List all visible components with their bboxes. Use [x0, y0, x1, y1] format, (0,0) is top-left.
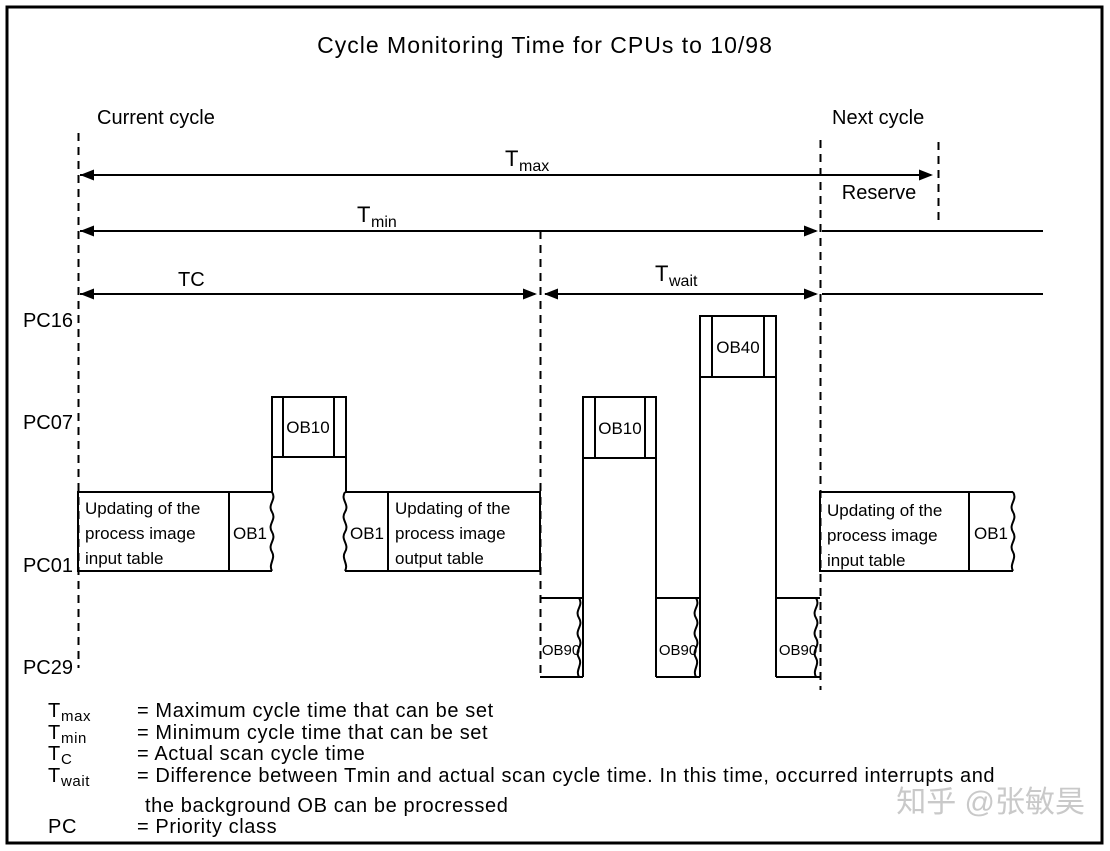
legend-term-twait-base: T: [48, 765, 61, 787]
svg-text:Updating of the: Updating of the: [85, 499, 200, 518]
tmax-right-arrowhead: [919, 169, 933, 181]
svg-text:process image: process image: [827, 526, 938, 545]
diagram-text: Cycle Monitoring Time for CPUs to 10/98 …: [23, 32, 1008, 838]
svg-text:input table: input table: [827, 551, 905, 570]
ob1-box-3-edges: [969, 491, 1013, 572]
legend-def-tmax: = Maximum cycle time that can be set: [137, 700, 494, 722]
watermark-text: 知乎 @张敏昊: [896, 786, 1085, 819]
legend-term-pc: PC: [48, 816, 77, 838]
tmax-label-base: T: [505, 146, 518, 171]
legend-term-tc-sub: C: [61, 751, 72, 768]
ob90-box-3-edges: [776, 597, 820, 678]
tmin-left-arrowhead: [80, 225, 94, 237]
svg-text:input table: input table: [85, 549, 163, 568]
legend-def-twait: = Difference between Tmin and actual sca…: [137, 765, 995, 787]
legend-def-pc: = Priority class: [137, 816, 277, 838]
update-output-table-text: Updating of the process image output tab…: [395, 499, 510, 568]
twait-left-arrowhead: [544, 288, 558, 300]
legend-term-tmin-base: T: [48, 722, 61, 744]
priority-class-pc07-label: PC07: [23, 412, 73, 434]
legend-term-tmax-base: T: [48, 700, 61, 722]
watermark-group: 知乎 @张敏昊 知乎 @张敏昊: [896, 786, 1087, 821]
ob10-pulse-1-inner-ticks: [282, 397, 335, 457]
ob10-label-1: OB10: [286, 418, 329, 437]
ob1-box-1-torn-edge: [269, 491, 275, 572]
ob40-pulse-inner-ticks: [711, 316, 765, 377]
ob90-box-3-torn-edge: [813, 597, 819, 678]
svg-text:output table: output table: [395, 549, 484, 568]
legend-term-tmax-sub: max: [61, 708, 91, 725]
tc-left-arrowhead: [80, 288, 94, 300]
ob1-label-2: OB1: [350, 524, 384, 543]
update-input-table-box: [77, 491, 230, 572]
ob1-box-2-edges: [345, 491, 388, 572]
tmin-label-sub: min: [371, 214, 397, 231]
ob90-box-1-edges: [540, 597, 583, 678]
ob1-label-1: OB1: [233, 524, 267, 543]
svg-text:Updating of the: Updating of the: [395, 499, 510, 518]
svg-text:process image: process image: [395, 524, 506, 543]
ob90-label-2: OB90: [659, 642, 697, 659]
update-output-table-box: [387, 491, 541, 572]
ob1-box-2-torn-edge: [342, 491, 348, 572]
ob90-label-1: OB90: [542, 642, 580, 659]
current-cycle-label: Current cycle: [97, 107, 215, 129]
legend-def-tmin: = Minimum cycle time that can be set: [137, 722, 488, 744]
ob10-pulse-1-outline: [271, 396, 347, 492]
ob1-box-3-torn-edge: [1010, 491, 1016, 572]
arrowheads: [80, 169, 933, 300]
tmin-right-arrowhead: [804, 225, 818, 237]
ob40-pulse-outline: [699, 315, 777, 677]
twait-right-arrowhead: [804, 288, 818, 300]
legend-term-tmin-sub: min: [61, 730, 87, 747]
update-input-table-next-box: [819, 491, 970, 572]
tmin-label-base: T: [357, 202, 370, 227]
next-cycle-label: Next cycle: [832, 107, 924, 129]
diagram-linework: [77, 133, 1043, 690]
update-input-table-text: Updating of the process image input tabl…: [85, 499, 200, 568]
ob1-label-3: OB1: [974, 524, 1008, 543]
ob90-box-2-torn-edge: [693, 597, 699, 678]
ob40-label: OB40: [716, 338, 759, 357]
ob90-box-2-edges: [656, 597, 700, 678]
outer-frame: [5, 5, 1104, 845]
svg-text:process image: process image: [85, 524, 196, 543]
priority-class-pc29-label: PC29: [23, 657, 73, 679]
ob10-label-2: OB10: [598, 419, 641, 438]
ob10-pulse-2-inner-ticks: [594, 397, 646, 458]
twait-label-base: T: [655, 261, 668, 286]
ob90-label-3: OB90: [779, 642, 817, 659]
update-input-table-next-text: Updating of the process image input tabl…: [827, 501, 942, 570]
tmax-label-sub: max: [519, 158, 549, 175]
svg-text:Updating of the: Updating of the: [827, 501, 942, 520]
legend-def-tc: = Actual scan cycle time: [137, 743, 365, 765]
reserve-label: Reserve: [842, 182, 916, 204]
tc-label: TC: [178, 269, 205, 291]
ob90-box-1-torn-edge: [576, 597, 582, 678]
tmax-left-arrowhead: [80, 169, 94, 181]
priority-class-pc16-label: PC16: [23, 310, 73, 332]
priority-class-pc01-label: PC01: [23, 555, 73, 577]
legend-term-twait-sub: wait: [60, 773, 90, 790]
twait-label-sub: wait: [668, 273, 698, 290]
legend-def-twait-continued: the background OB can be procressed: [145, 795, 508, 817]
legend-term-tc-base: T: [48, 743, 61, 765]
legend: T max = Maximum cycle time that can be s…: [48, 700, 995, 838]
tc-right-arrowhead: [523, 288, 537, 300]
diagram-title: Cycle Monitoring Time for CPUs to 10/98: [317, 32, 773, 58]
ob1-box-1-edges: [229, 491, 272, 572]
ob10-pulse-2-outline: [582, 396, 657, 677]
watermark-highlight: 知乎 @张敏昊: [898, 788, 1087, 821]
